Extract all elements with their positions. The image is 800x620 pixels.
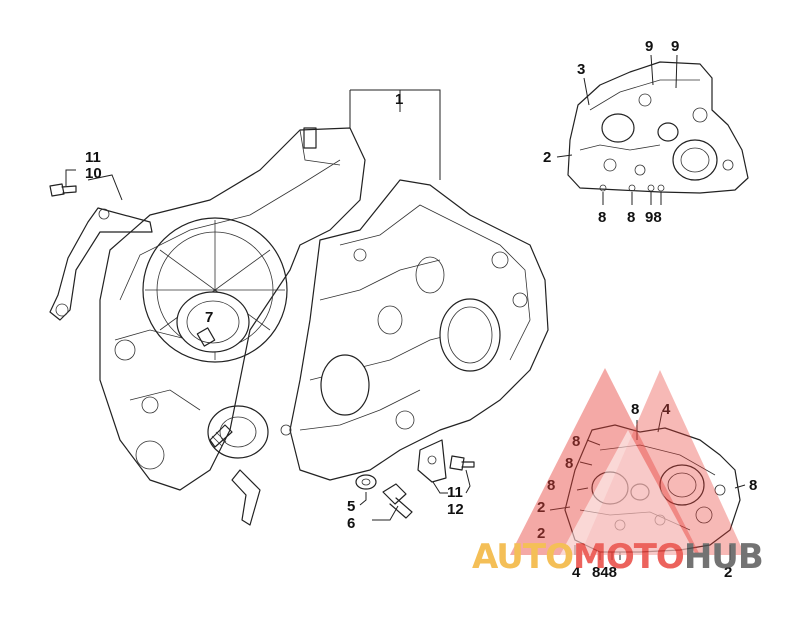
- callout-6: 6: [347, 515, 355, 532]
- crankcase-assembly: [49, 89, 549, 526]
- callout-5: 5: [347, 498, 355, 515]
- callout-11: 11: [85, 149, 101, 166]
- callout-10: 10: [85, 165, 102, 182]
- logo-brand-text: AUTOMOTOHUB: [472, 537, 763, 577]
- callout-3-top: 3: [577, 61, 585, 78]
- callout-98-top: 98: [645, 209, 662, 226]
- callout-8-bot-b: 8: [572, 433, 580, 450]
- callout-8-top-a: 8: [598, 209, 606, 226]
- top-case-detail: [556, 54, 749, 205]
- callout-4-bot-a: 4: [662, 401, 671, 418]
- callout-848-bot: 848: [592, 564, 617, 581]
- logo-triangle-right: [580, 370, 745, 555]
- callout-2-top: 2: [543, 149, 551, 166]
- logo-triangle-inner: [560, 430, 696, 555]
- callout-labels: 1 7 11 10 5 6 11 12 9 9 3 2 8 8 98 8 4 8…: [85, 38, 757, 581]
- logo-triangle-left: [510, 368, 700, 555]
- callout-8-bot-d: 8: [547, 477, 555, 494]
- callout-8-bot-e: 8: [749, 477, 757, 494]
- callout-8-bot-c: 8: [565, 455, 573, 472]
- callout-2-bot-a: 2: [537, 499, 545, 516]
- callout-9-top-b: 9: [671, 38, 679, 55]
- callout-8-top-b: 8: [627, 209, 635, 226]
- callout-1: 1: [395, 91, 403, 108]
- callout-4-bot-b: 4: [572, 564, 581, 581]
- automotohub-logo: AUTOMOTOHUB: [472, 368, 764, 577]
- callout-12: 12: [447, 501, 464, 518]
- bottom-case-detail: [549, 411, 746, 560]
- callout-2-bot-c: 2: [724, 564, 732, 581]
- callout-8-bot-a: 8: [631, 401, 639, 418]
- callout-9-top-a: 9: [645, 38, 653, 55]
- callout-2-bot-b: 2: [537, 525, 545, 542]
- callout-11-lower: 11: [447, 484, 463, 501]
- callout-7: 7: [205, 309, 213, 326]
